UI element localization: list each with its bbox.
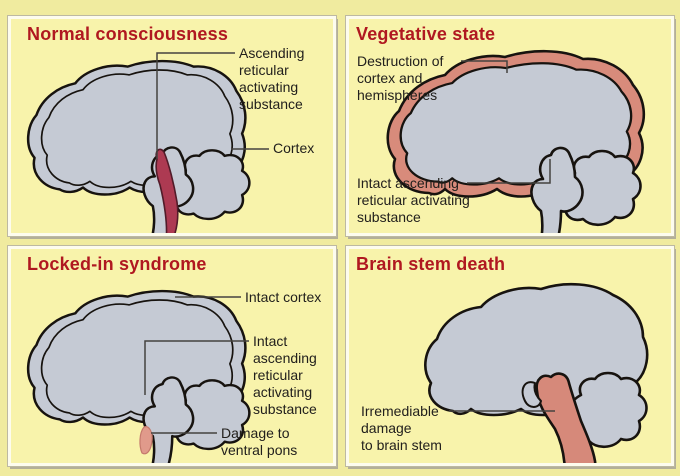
leader-line-intact-aras [144,340,249,395]
leader-line-intact-aras [467,159,551,184]
ventral-pons-damage-highlight [139,426,153,455]
leader-line-destruction [461,60,508,73]
panel-vegetative-state: Vegetative state Destruction of cortex a… [346,16,674,236]
panel-title: Vegetative state [356,24,496,44]
label-ascending-reticular-activating-substance: Ascending reticular activating substance [239,45,305,112]
label-intact-aras: Intact ascending reticular activating su… [253,333,317,417]
panel-title: Locked-in syndrome [27,254,207,274]
panel-locked-in-syndrome: Locked-in syndrome Intact cortex Intact … [8,246,336,466]
midbrain-notch-shape [521,381,542,408]
panel-title: Brain stem death [356,254,506,274]
label-intact-aras: Intact ascending reticular activating su… [357,175,470,225]
panel-normal-consciousness: Normal consciousness Ascending reticular… [8,16,336,236]
brain-group [26,289,251,463]
brain-group [26,59,251,233]
aras-highlight [155,148,179,233]
panel-brain-stem-death: Brain stem death Irremediable damage to … [346,246,674,466]
label-cortex: Cortex [273,140,315,156]
brain-illustration-locked-in [26,289,251,463]
leader-line-aras [156,52,235,159]
label-intact-cortex: Intact cortex [245,289,322,305]
label-irremediable-damage: Irremediable damage to brain stem [361,403,442,453]
label-damage-ventral-pons: Damage to ventral pons [221,425,298,458]
brain-illustration-vegetative [386,49,646,233]
label-destruction-of-cortex: Destruction of cortex and hemispheres [357,53,444,103]
brain-illustration-normal [26,52,269,233]
brainstem-damage-highlight [535,372,597,463]
panel-title: Normal consciousness [27,24,229,44]
brain-illustration-brain-stem-death [424,282,649,463]
